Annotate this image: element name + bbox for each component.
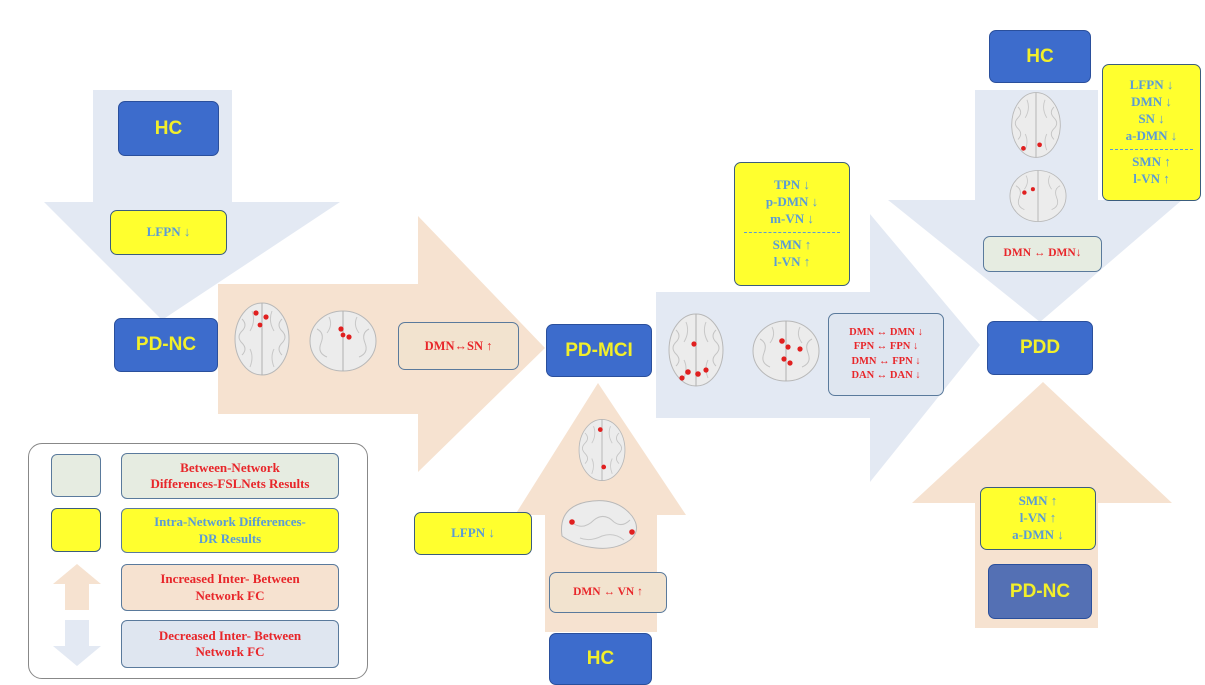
- legend-text-intra: Intra-Network Differences- DR Results: [121, 508, 339, 553]
- between-item: DMN ↔ VN ↑: [573, 585, 643, 598]
- between-box-hc-pdd: DMN ↔ DMN↓: [983, 236, 1102, 272]
- node-pd-mci: PD-MCI: [546, 324, 652, 377]
- node-hc-top-left: HC: [118, 101, 219, 156]
- between-item: FPN ↔ FPN ↓: [853, 341, 919, 353]
- intra-box-pdnc-pdd: SMN ↑ l-VN ↑ a-DMN ↓: [980, 487, 1096, 550]
- intra-item: SMN ↑: [772, 236, 812, 252]
- intra-item: SMN ↑: [1018, 493, 1058, 509]
- legend-text-decreased: Decreased Inter- Between Network FC: [121, 620, 339, 668]
- separator: [1110, 148, 1193, 150]
- legend-increased-arrow-icon: [53, 564, 101, 610]
- node-hc-bottom: HC: [549, 633, 652, 685]
- intra-item: DMN ↓: [1131, 94, 1172, 110]
- legend-text-increased: Increased Inter- Between Network FC: [121, 564, 339, 611]
- intra-item: m-VN ↓: [770, 211, 814, 227]
- legend-line: Intra-Network Differences-: [154, 514, 306, 530]
- brain-axial-hc-pdd: [1011, 92, 1061, 158]
- intra-item: SN ↓: [1138, 111, 1165, 127]
- legend-decreased-arrow-icon: [53, 620, 101, 666]
- intra-box-hc-pdd: LFPN ↓ DMN ↓ SN ↓ a-DMN ↓ SMN ↑ l-VN ↑: [1102, 64, 1201, 201]
- intra-item: l-VN ↑: [1133, 170, 1170, 186]
- legend-line: Network FC: [195, 644, 265, 659]
- intra-item: LFPN ↓: [1129, 77, 1174, 93]
- intra-item: LFPN ↓: [146, 224, 191, 240]
- legend-line: DR Results: [198, 530, 262, 546]
- between-item: DMN↔SN ↑: [424, 338, 493, 353]
- legend-line: Network FC: [195, 587, 265, 603]
- between-box-hc-pdmci: DMN ↔ VN ↑: [549, 572, 667, 613]
- legend-swatch-between: [51, 454, 101, 497]
- intra-box-hc-pdnc: LFPN ↓: [110, 210, 227, 255]
- legend-line: Increased Inter- Between: [160, 571, 300, 587]
- brain-axial-hc-mci: [578, 418, 626, 482]
- legend-line: Differences-FSLNets Results: [150, 476, 310, 491]
- between-box-pdnc-pdmci: DMN↔SN ↑: [398, 322, 519, 370]
- brain-axial-mci-pdd: [668, 313, 724, 387]
- brain-sagittal-hc-mci: [561, 500, 638, 549]
- increased-arrow-pdnc-pdmci: [218, 216, 545, 472]
- between-box-pdmci-pdd: DMN ↔ DMN ↓ FPN ↔ FPN ↓ DMN ↔ FPN ↓ DAN …: [828, 313, 944, 396]
- node-pd-nc-left: PD-NC: [114, 318, 218, 372]
- between-item: DMN ↔ DMN ↓: [849, 327, 923, 339]
- brain-coronal-mci-pdd: [752, 320, 820, 382]
- between-item: DMN ↔ DMN↓: [1003, 247, 1082, 260]
- node-hc-top-right: HC: [989, 30, 1091, 83]
- legend-text-between: Between-Network Differences-FSLNets Resu…: [121, 453, 339, 499]
- legend-line: Between-Network: [180, 459, 280, 475]
- between-item: DMN ↔ FPN ↓: [851, 355, 921, 367]
- separator: [743, 231, 841, 233]
- intra-box-hc-pdmci: LFPN ↓: [414, 512, 532, 555]
- intra-item: SMN ↑: [1132, 153, 1171, 169]
- between-item: DAN ↔ DAN ↓: [851, 369, 921, 381]
- intra-item: l-VN ↑: [1019, 510, 1057, 526]
- intra-item: TPN ↓: [774, 177, 810, 193]
- brain-axial-pdnc: [234, 302, 290, 376]
- brain-coronal-pdnc: [309, 310, 377, 372]
- node-pd-nc-right: PD-NC: [988, 564, 1092, 619]
- intra-item: a-DMN ↓: [1012, 526, 1064, 542]
- legend-line: Decreased Inter- Between: [158, 627, 302, 643]
- legend: Between-Network Differences-FSLNets Resu…: [28, 443, 368, 679]
- intra-item: LFPN ↓: [451, 525, 495, 541]
- intra-item: a-DMN ↓: [1125, 128, 1178, 143]
- brain-coronal-hc-pdd: [1009, 170, 1067, 222]
- intra-item: l-VN ↑: [773, 253, 811, 269]
- intra-box-pdmci-pdd: TPN ↓ p-DMN ↓ m-VN ↓ SMN ↑ l-VN ↑: [734, 162, 850, 286]
- node-pdd: PDD: [987, 321, 1093, 375]
- intra-item: p-DMN ↓: [765, 194, 819, 210]
- legend-swatch-intra: [51, 508, 101, 552]
